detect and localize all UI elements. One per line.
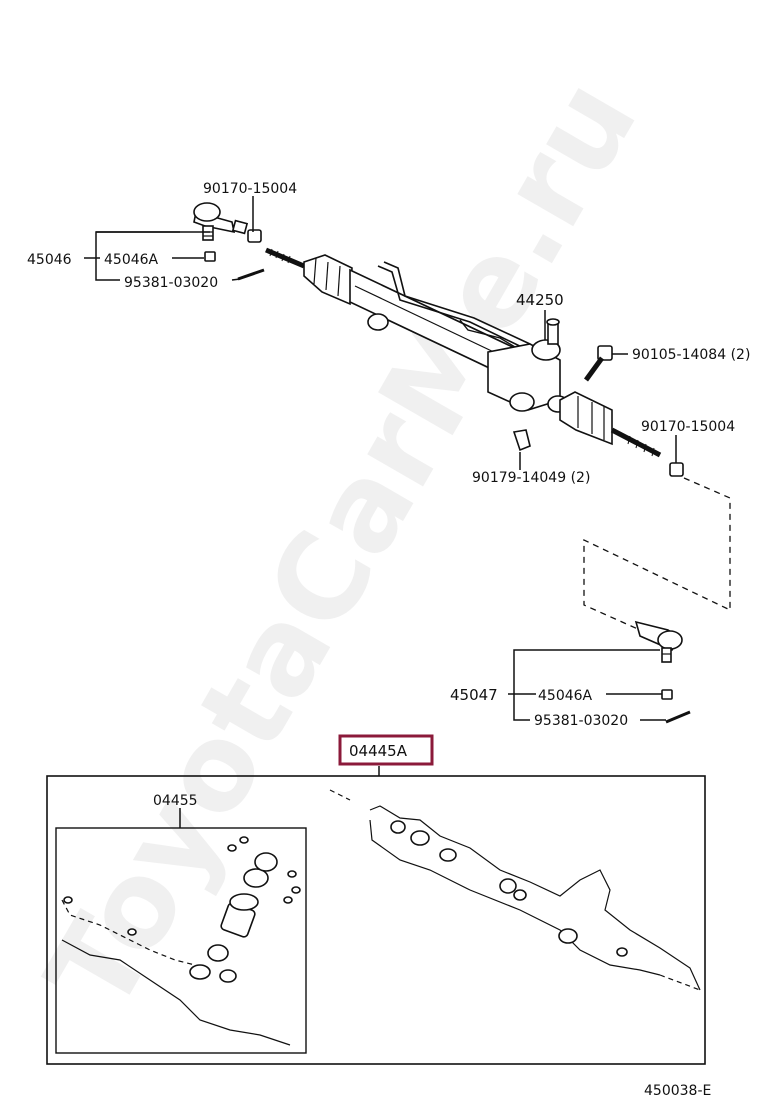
tie-rod-end-right [634,620,691,724]
part-label-44250[interactable]: 44250 [516,291,564,309]
steering-rack-44250 [265,247,662,458]
part-label-95381-03020-left[interactable]: 95381-03020 [124,275,218,291]
nut-left-upper [247,229,262,243]
part-label-45047[interactable]: 45047 [450,686,498,704]
part-label-90179-14049[interactable]: 90179-14049 (2) [472,470,590,486]
kit-box-04455 [55,827,307,1054]
nut-right-upper [669,462,684,477]
bolt-90105 [583,345,613,382]
diagram-code: 450038-E [644,1083,711,1099]
part-label-90170-15004-left[interactable]: 90170-15004 [203,181,297,197]
clip-90179 [512,429,531,452]
nut-45046A-left [204,251,216,262]
leader-lines [84,196,677,828]
highlight-box-04445A [338,734,434,766]
part-label-45046A-left[interactable]: 45046A [104,252,159,268]
part-label-45046[interactable]: 45046 [27,252,72,268]
part-label-90170-15004-right[interactable]: 90170-15004 [641,419,735,435]
kit-box-04445A [46,775,706,1065]
dashed-connector [583,477,731,631]
watermark: ToyotaCarMe.ru [20,57,664,1034]
tie-rod-end-left [193,202,249,241]
part-label-90105-14084[interactable]: 90105-14084 (2) [632,347,750,363]
part-label-45046A-right[interactable]: 45046A [538,688,593,704]
rack-seal-outline [329,789,701,991]
part-label-04455[interactable]: 04455 [153,793,198,809]
cotter-pin-left [237,268,265,281]
part-label-95381-03020-right[interactable]: 95381-03020 [534,713,628,729]
valve-seal-kit [61,836,301,1046]
part-label-04445A[interactable]: 04445A [349,742,408,760]
